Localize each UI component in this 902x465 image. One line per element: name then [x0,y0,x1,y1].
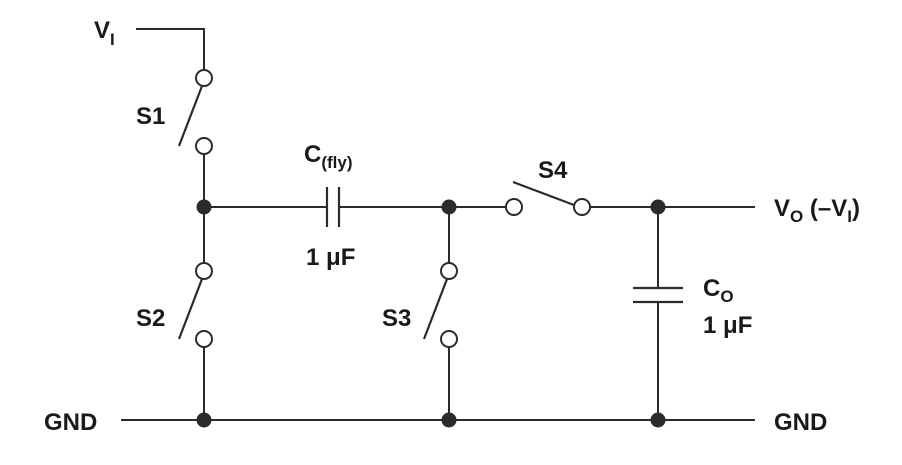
node-gnd-middle [441,412,457,428]
cfly-name-label: C(fly) [304,141,353,172]
input-wire [136,28,205,70]
node-middle [441,199,457,215]
input-voltage-label: VI [94,17,115,49]
s2-label: S2 [136,305,165,332]
output-capacitor [633,286,683,304]
gnd-right-label: GND [774,409,827,436]
node-gnd-left [196,412,212,428]
wires [121,28,755,421]
switch-s1 [177,69,213,155]
node-left [196,199,212,215]
junction-nodes [196,199,666,428]
s4-label: S4 [538,157,568,184]
cfly-value-label: 1 μF [306,244,355,271]
node-gnd-right [650,412,666,428]
s3-label: S3 [382,305,411,332]
flying-capacitor [325,187,341,227]
gnd-left-label: GND [44,409,97,436]
switch-s2 [177,262,213,348]
node-output [650,199,666,215]
co-name-label: CO [703,275,734,306]
switch-s4 [505,180,591,216]
s1-label: S1 [136,103,165,130]
switch-s3 [422,262,458,348]
output-voltage-label: VO (–VI) [774,195,860,226]
co-value-label: 1 μF [703,312,752,339]
